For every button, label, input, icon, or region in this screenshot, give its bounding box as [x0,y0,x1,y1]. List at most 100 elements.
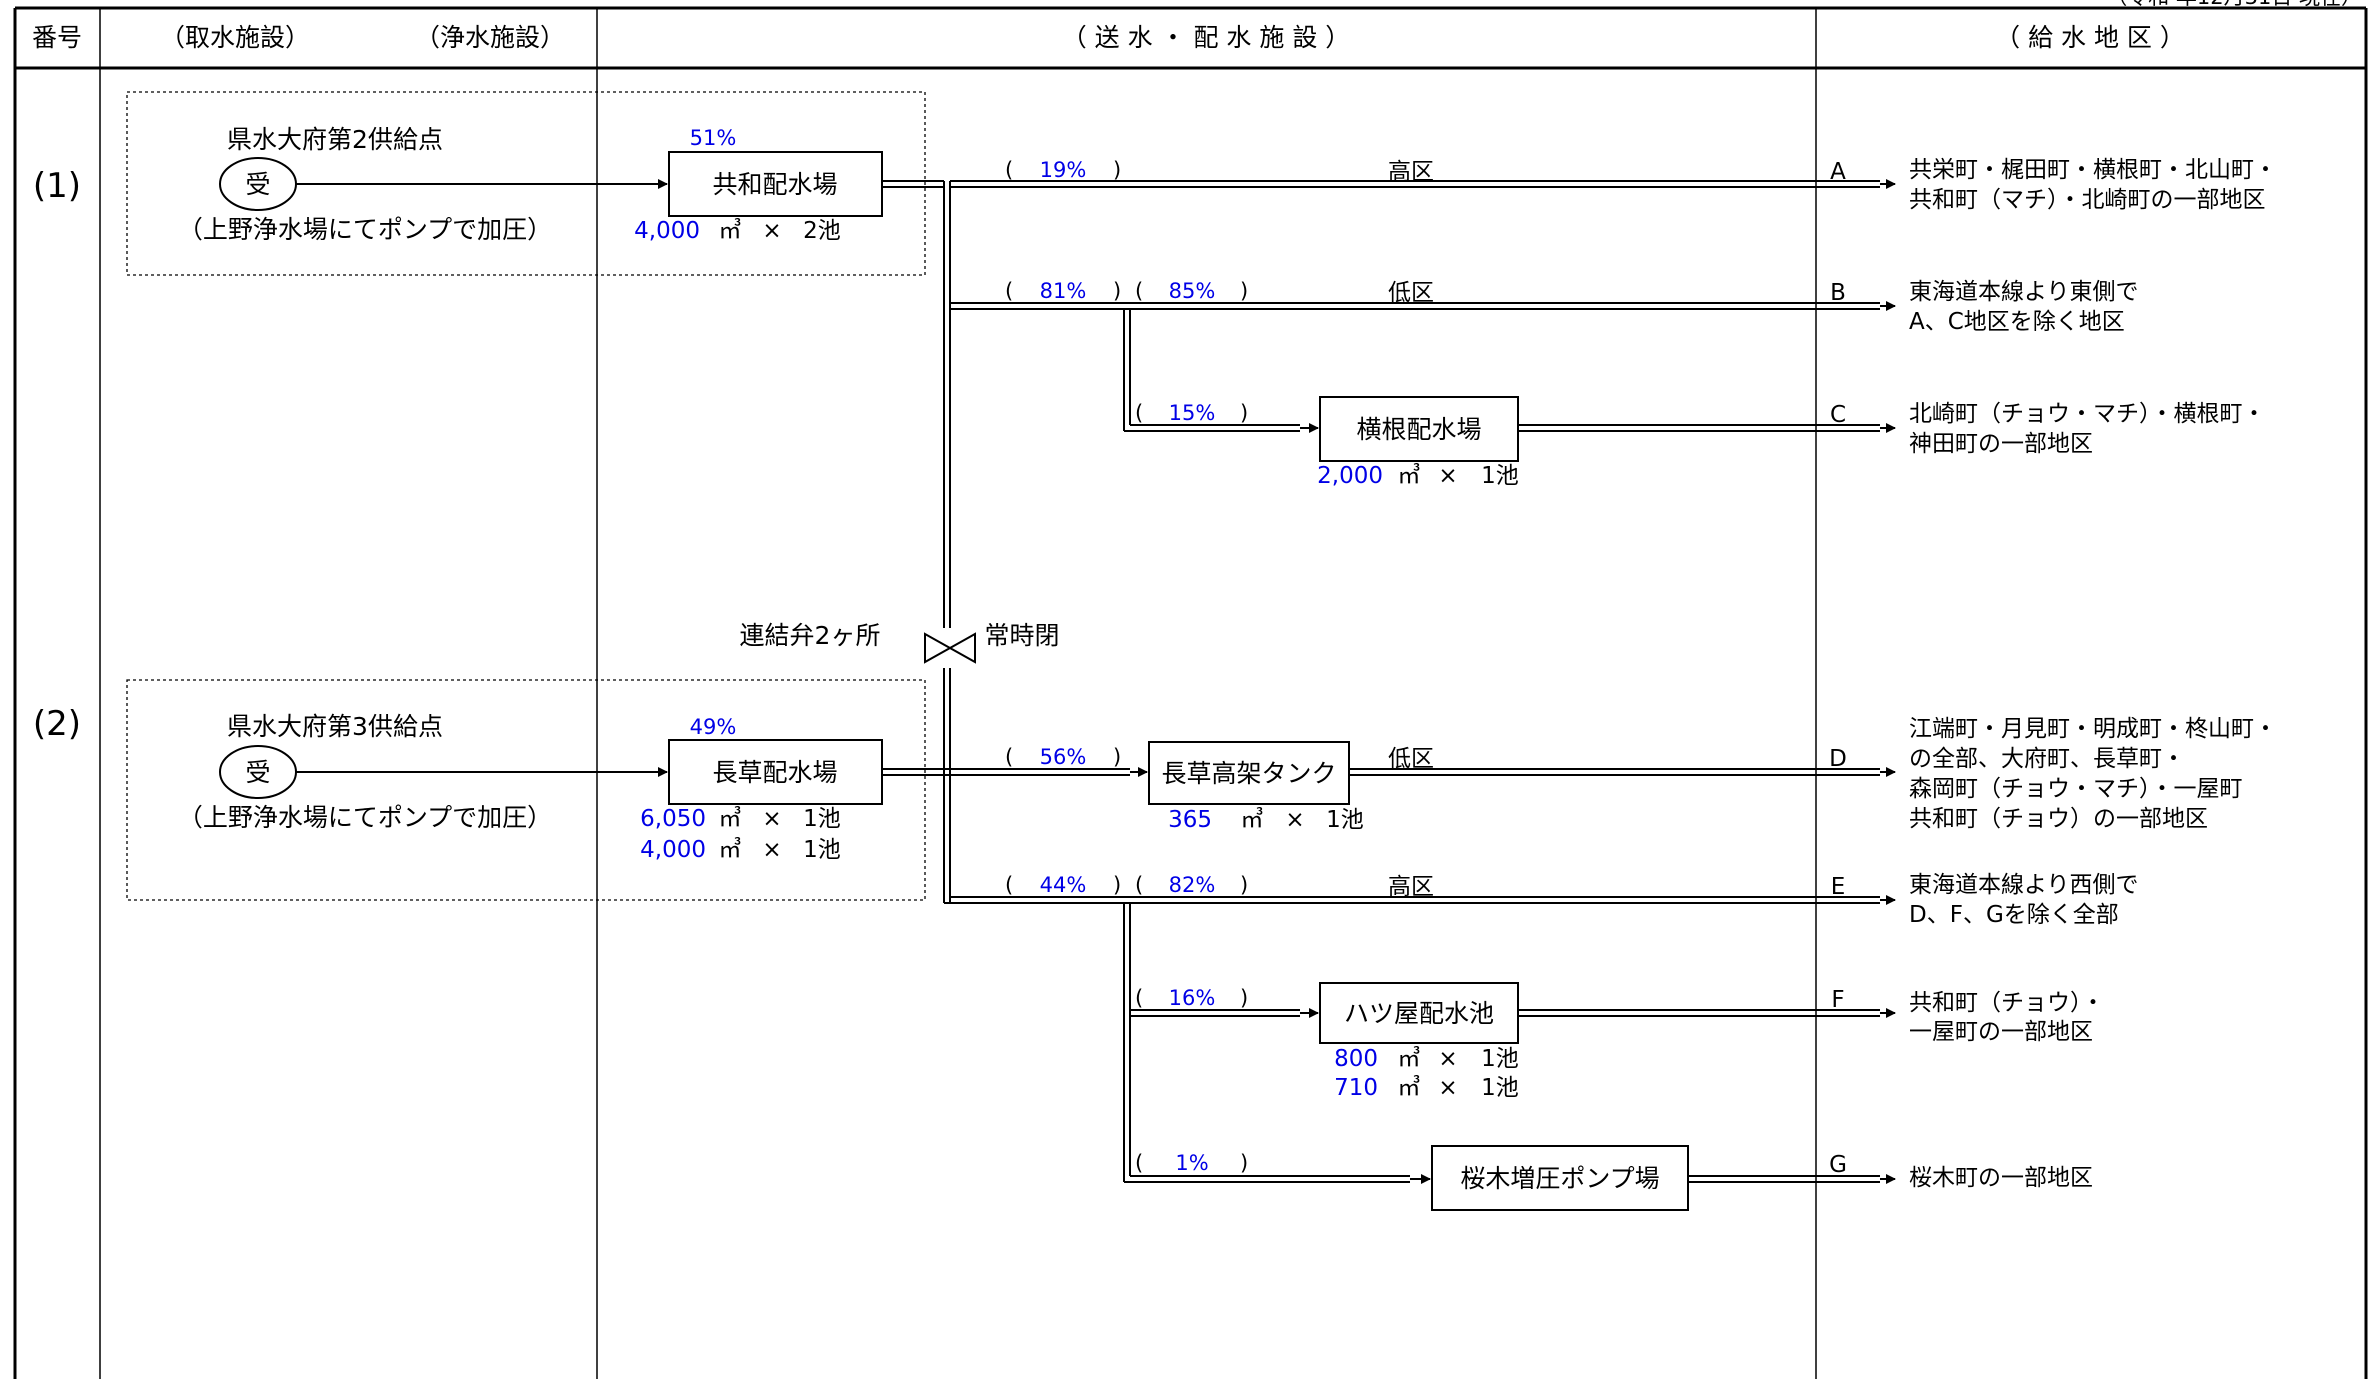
tank-unit: ㎥ [1241,806,1264,833]
header-intake: （取水施設） [160,23,310,52]
flow-line [1123,309,1300,432]
area-E-letter: E [1831,874,1846,900]
flow-line [950,302,1880,310]
hattsuya-count-1: 1池 [1481,1046,1519,1072]
area-E-line1: 東海道本線より西側で [1909,872,2139,898]
flow-line [1123,903,1131,1182]
flow-line [1130,1009,1300,1017]
sakuragi-pump-station-box [1431,1145,1689,1211]
pump-note-1: （上野浄水場にてポンプで加圧） [178,215,552,244]
area-D-line2: の全部、大府町、長草町・ [1909,746,2185,772]
zone-low-2: 低区 [1388,746,1434,772]
paren-close: ) [1113,279,1121,303]
hattsuya-reservoir-label: ハツ屋配水池 [1344,999,1494,1028]
header-purification: （浄水施設） [415,23,565,52]
hattsuya-unit-2: ㎥ [1398,1074,1421,1101]
valve-state: 常時閉 [984,621,1059,650]
paren-open: ( [1005,279,1013,303]
tank-volume: 365 [1168,807,1212,833]
hattsuya-volume-2: 710 [1334,1075,1378,1101]
nagakusa-volume-2: 4,000 [640,837,706,863]
nagakusa-tank-box [1148,741,1350,805]
percent-81: 81% [1040,279,1087,303]
flow-line [1688,1175,1880,1183]
area-B-line1: 東海道本線より東側で [1909,279,2139,305]
paren-open: ( [1005,745,1013,769]
sakuragi-pump-station-label: 桜木増圧ポンプ場 [1460,1164,1659,1193]
supply-area-A: 共栄町・梶田町・横根町・北山町・ 共和町（マチ）・北崎町の一部地区 [1909,157,2277,213]
area-G-letter: G [1829,1152,1847,1178]
percent-1: 1% [1175,1151,1208,1175]
paren-close: ) [1240,1151,1248,1175]
area-F-line1: 共和町（チョウ）・ [1909,990,2105,1016]
flow-line [944,896,1880,904]
flow-line [1518,424,1880,432]
percent-19: 19% [1040,158,1087,182]
zone-high-1: 高区 [1388,159,1434,185]
tank-times: × [1285,807,1304,833]
header-number: 番号 [32,23,82,52]
nagakusa-volume-1: 6,050 [640,806,706,832]
zone-low-1: 低区 [1388,280,1434,306]
supply-area-E: 東海道本線より西側で D、F、Gを除く全部 [1909,872,2139,928]
supply-point-2-box [126,91,926,276]
row-number-1: (1) [33,166,81,206]
paren-open: ( [1135,401,1143,425]
flow-line [943,668,951,903]
percent-85: 85% [1169,279,1216,303]
nagakusa-tank-label: 長草高架タンク [1161,759,1336,788]
percent-51: 51% [690,126,737,150]
tank-count: 1池 [1326,807,1364,833]
header-transmission: （ 送 水 ・ 配 水 施 設 ） [1062,23,1351,52]
area-A-line2: 共和町（マチ）・北崎町の一部地区 [1909,187,2266,213]
receive-mark-2-label: 受 [245,758,270,787]
paren-close: ) [1240,279,1248,303]
receive-mark-1-label: 受 [245,170,270,199]
kyowa-unit: ㎥ [719,217,742,244]
paren-close: ) [1240,401,1248,425]
supply-point-2-title: 県水大府第2供給点 [227,125,443,154]
paren-close: ) [1240,986,1248,1010]
supply-area-B: 東海道本線より東側で A、C地区を除く地区 [1909,279,2139,335]
area-C-line1: 北崎町（チョウ・マチ）・横根町・ [1909,401,2266,427]
area-E-line2: D、F、Gを除く全部 [1909,902,2119,928]
zone-high-2: 高区 [1388,874,1434,900]
paren-open: ( [1135,986,1143,1010]
nagakusa-count-2: 1池 [803,837,841,863]
area-B-line2: A、C地区を除く地区 [1909,309,2125,335]
percent-44: 44% [1040,873,1087,897]
area-F-letter: F [1831,987,1844,1013]
kyowa-reservoir-label: 共和配水場 [712,170,837,199]
paren-open: ( [1135,873,1143,897]
supply-point-3-box [126,679,926,901]
paren-close: ) [1113,745,1121,769]
supply-area-G: 桜木町の一部地区 [1909,1165,2093,1191]
nagakusa-times-2: × [762,837,781,863]
date-note: （令和 年12月31日 現在） [2106,0,2362,9]
nagakusa-unit-2: ㎥ [719,836,742,863]
paren-open: ( [1135,1151,1143,1175]
supply-area-C: 北崎町（チョウ・マチ）・横根町・ 神田町の一部地区 [1909,401,2266,457]
table-frame [13,6,2368,1379]
area-D-letter: D [1829,746,1847,772]
percent-82: 82% [1169,873,1216,897]
flow-line [1349,768,1880,776]
flow-line [1518,1009,1880,1017]
supply-area-D: 江端町・月見町・明成町・柊山町・ の全部、大府町、長草町・ 森岡町（チョウ・マチ… [1909,716,2277,832]
nagakusa-unit-1: ㎥ [719,805,742,832]
area-D-line4: 共和町（チョウ）の一部地区 [1909,806,2208,832]
hattsuya-reservoir-box [1319,982,1519,1044]
pump-note-2: （上野浄水場にてポンプで加圧） [178,803,552,832]
yokone-unit: ㎥ [1398,462,1421,489]
area-B-letter: B [1830,280,1846,306]
nagakusa-reservoir-label: 長草配水場 [712,758,837,787]
area-A-line1: 共栄町・梶田町・横根町・北山町・ [1909,157,2277,183]
valve-label: 連結弁2ヶ所 [740,621,881,650]
kyowa-times: × [762,218,781,244]
supply-area-F: 共和町（チョウ）・ 一屋町の一部地区 [1909,990,2105,1045]
nagakusa-reservoir-box [668,739,883,805]
area-A-letter: A [1830,159,1846,185]
paren-close: ) [1113,158,1121,182]
hattsuya-times-2: × [1438,1075,1457,1101]
